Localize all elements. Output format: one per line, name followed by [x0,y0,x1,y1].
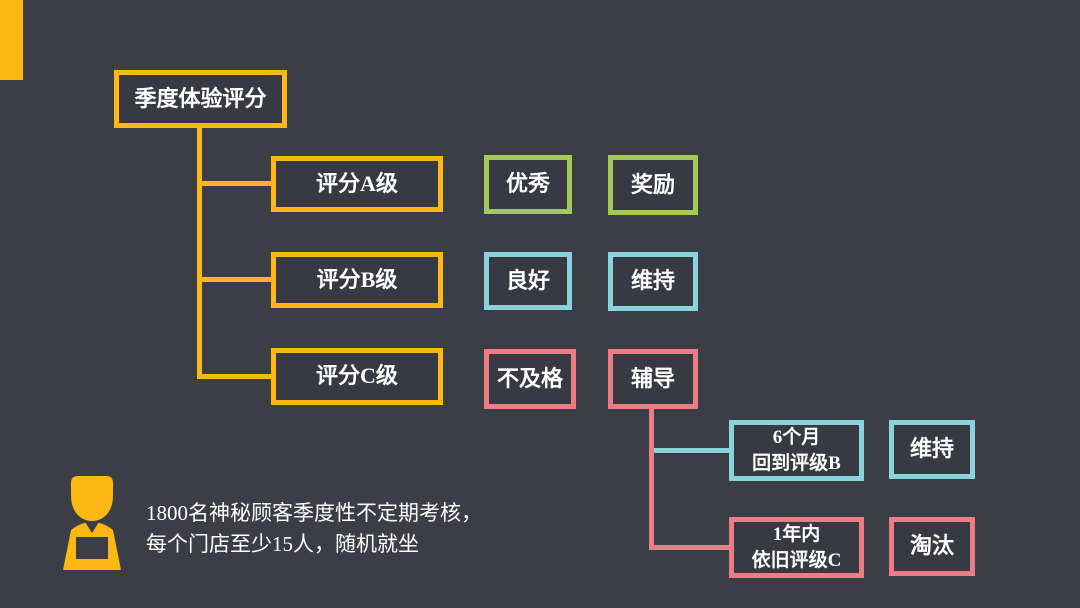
connector-coaching-trunk [649,406,654,550]
action-maintain-label: 维持 [630,268,675,294]
action-coaching-box: 辅导 [608,349,698,409]
outcome-still-c-line2: 依旧评级C [751,549,842,571]
outcome-back-to-b-line2: 回到评级B [752,452,841,474]
grade-b-box: 评分B级 [271,252,443,308]
grade-b-label: 评分B级 [316,266,398,292]
result-excellent-box: 优秀 [484,155,572,214]
connector-branch-back-to-b [654,448,729,453]
footnote-line1: 1800名神秘顾客季度性不定期考核， [146,501,482,525]
grade-c-label: 评分C级 [316,363,398,389]
result-excellent-label: 优秀 [505,171,550,197]
footnote-text: 1800名神秘顾客季度性不定期考核， 每个门店至少15人，随机就坐 [146,498,482,560]
connector-root-trunk [197,126,202,379]
result-good-box: 良好 [484,252,572,310]
action-maintain-2-box: 维持 [889,420,975,479]
action-reward-label: 奖励 [630,171,675,197]
connector-branch-grade-c [197,374,272,379]
outcome-still-c-line1: 1年内 [772,523,821,545]
root-box: 季度体验评分 [114,70,287,128]
action-maintain-2-label: 维持 [909,436,954,462]
grade-a-box: 评分A级 [271,156,443,212]
grade-a-label: 评分A级 [316,170,398,196]
root-label: 季度体验评分 [134,85,267,111]
connector-branch-still-c [654,545,729,550]
action-reward-box: 奖励 [608,155,698,215]
outcome-still-c-box: 1年内 依旧评级C [729,517,864,578]
action-maintain-box: 维持 [608,252,698,311]
action-coaching-label: 辅导 [630,365,675,391]
grade-c-box: 评分C级 [271,348,443,405]
connector-branch-grade-a [197,181,272,186]
result-fail-box: 不及格 [484,349,576,409]
corner-accent-bar [0,0,23,80]
action-eliminate-label: 淘汰 [909,533,954,559]
outcome-back-to-b-line1: 6个月 [772,426,821,448]
outcome-back-to-b-box: 6个月 回到评级B [729,420,864,481]
footnote-line2: 每个门店至少15人，随机就坐 [146,532,419,556]
result-good-label: 良好 [505,267,550,293]
result-fail-label: 不及格 [496,365,563,391]
person-at-laptop-icon [63,476,121,570]
action-eliminate-box: 淘汰 [889,517,975,576]
connector-branch-grade-b [197,277,272,282]
